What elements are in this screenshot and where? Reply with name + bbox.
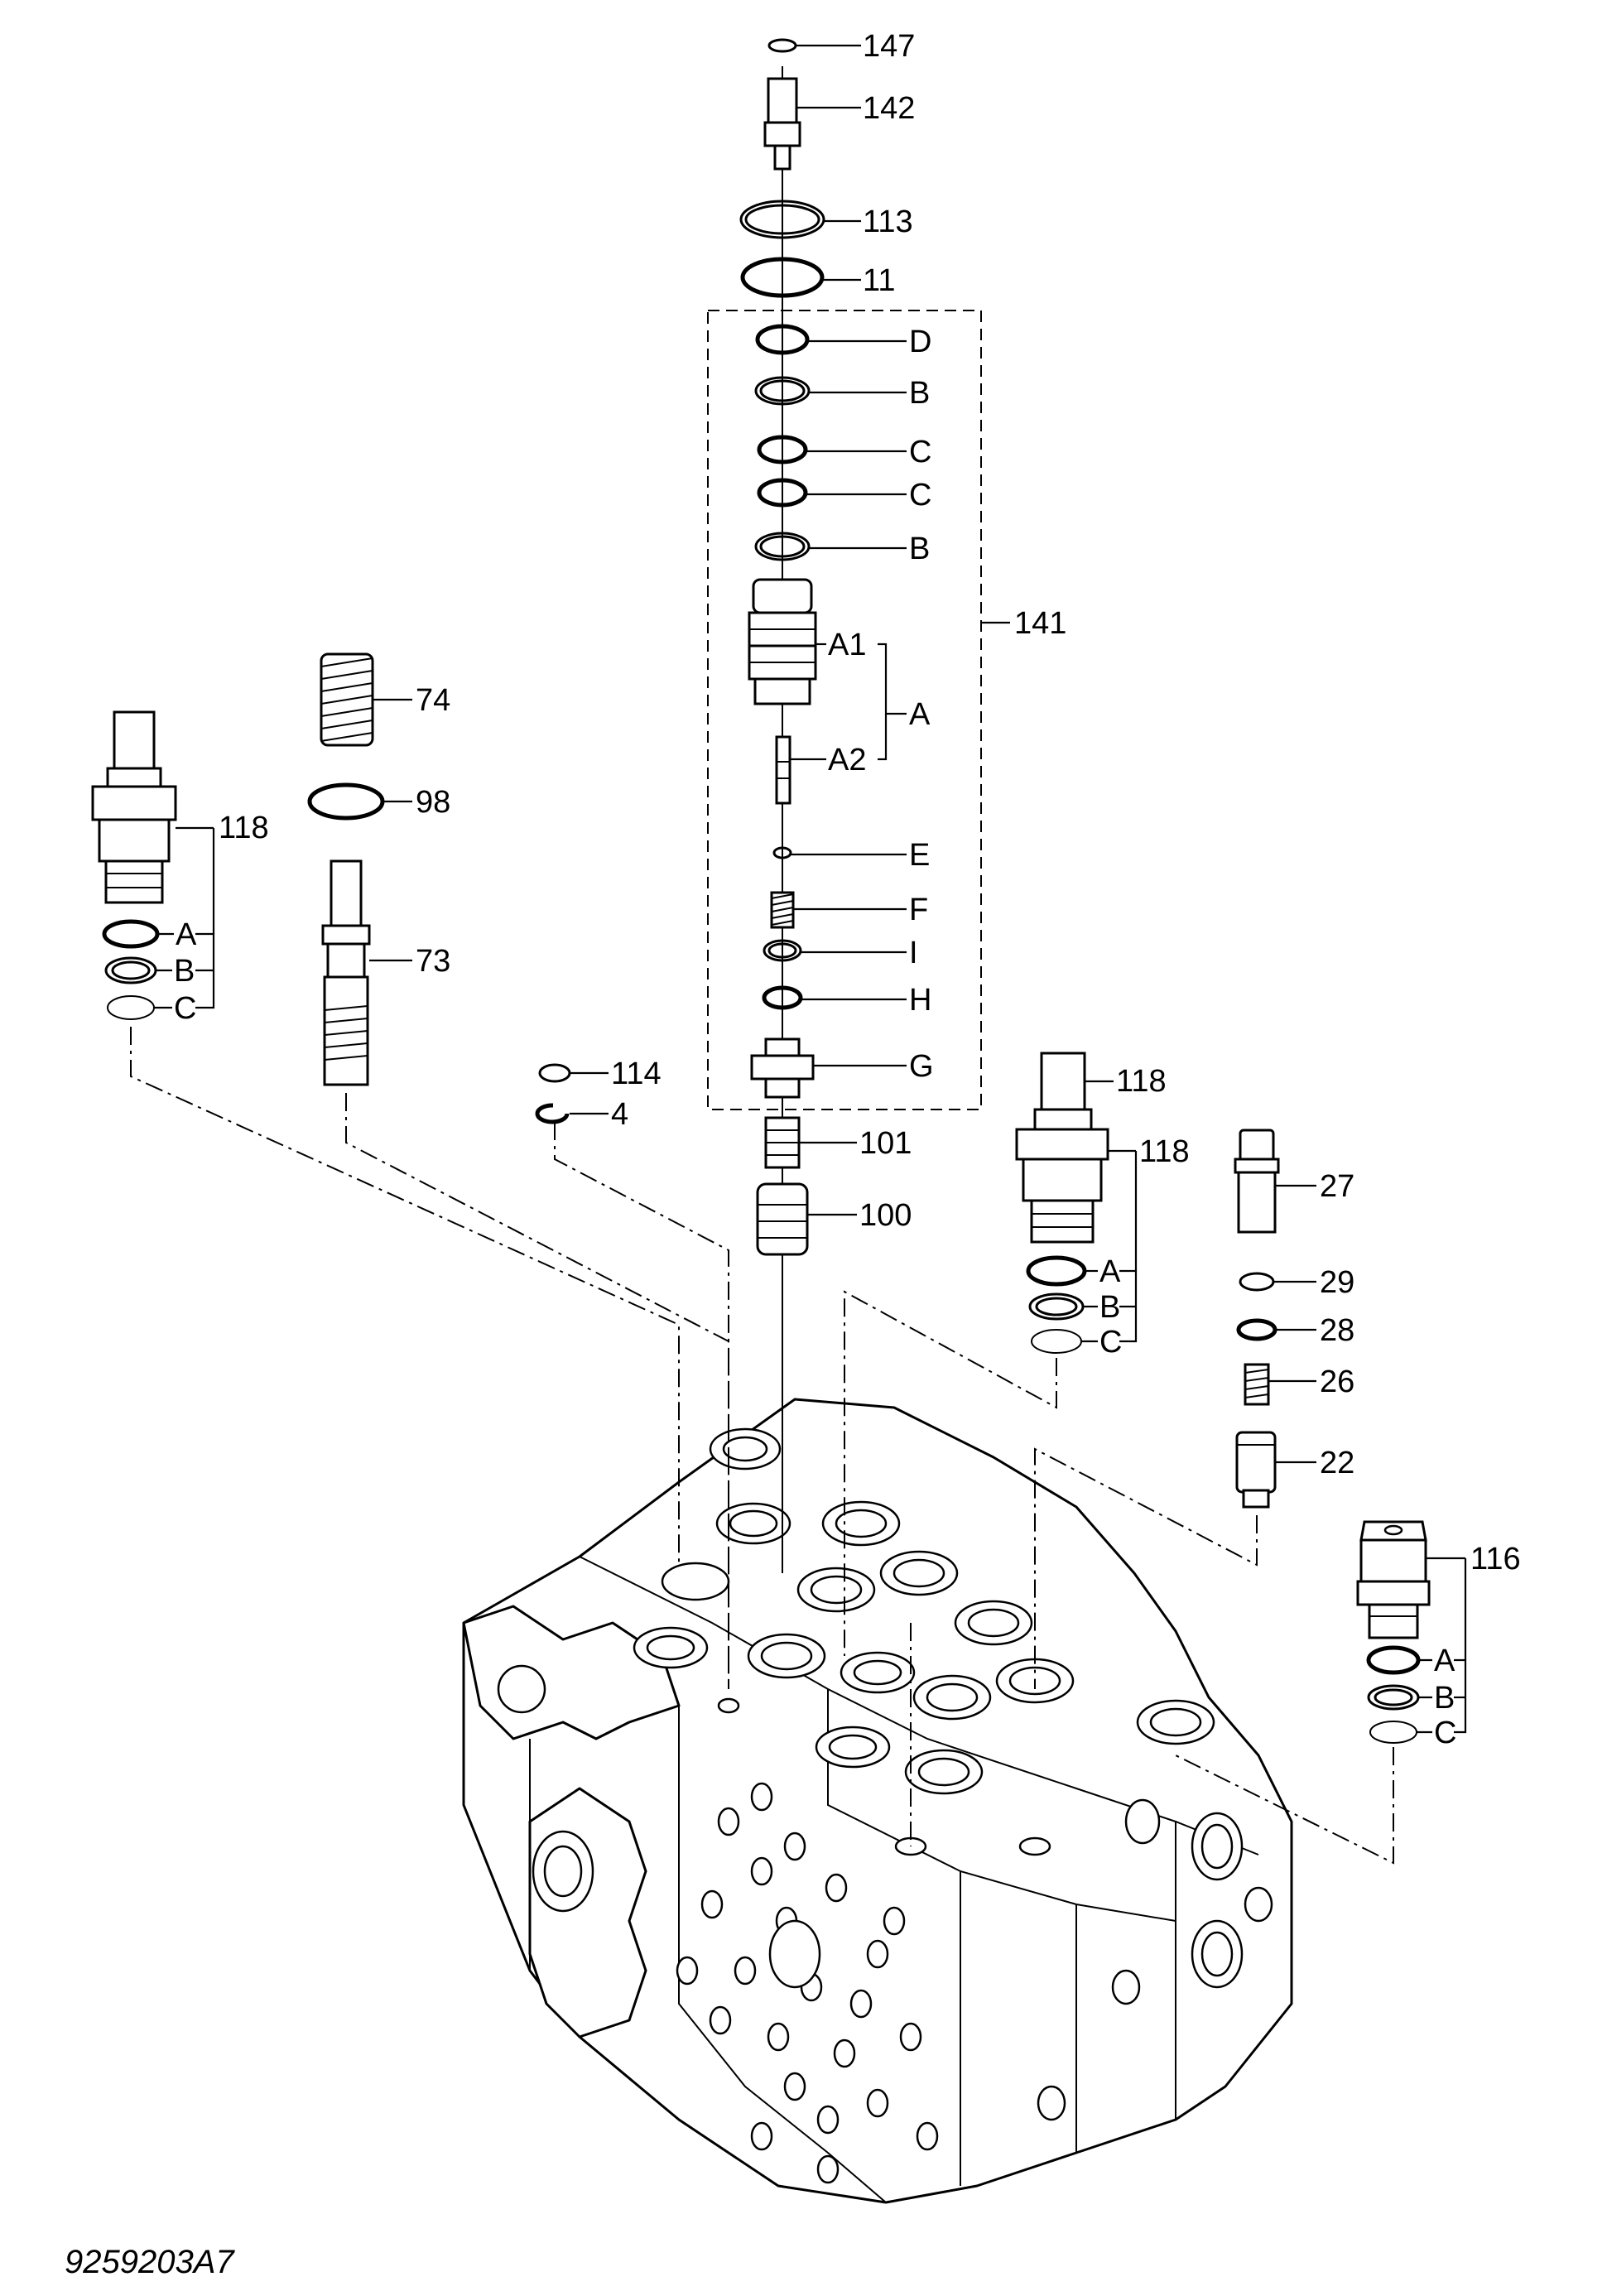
part-22	[1235, 1431, 1277, 1509]
callout-113: 113	[863, 205, 913, 239]
parts-114-4: 114 4	[535, 1057, 662, 1132]
callout-B: B	[909, 376, 930, 411]
part-118-C-mid	[1031, 1329, 1082, 1354]
part-114	[538, 1063, 571, 1083]
side-face-holes	[676, 1782, 1273, 2184]
callout-98: 98	[416, 785, 450, 820]
callout-74: 74	[416, 683, 450, 718]
part-101	[764, 1116, 801, 1169]
part-118-A-left	[102, 919, 160, 949]
center-stack-parts	[707, 38, 982, 1565]
right-relief-valve-116: 116 A B C	[1356, 1520, 1521, 1750]
part-G	[750, 1037, 815, 1099]
callout-114: 114	[611, 1057, 662, 1091]
callout-B: B	[1434, 1681, 1455, 1716]
part-B-upper	[754, 376, 811, 406]
assembly-141-box	[707, 310, 982, 1110]
middle-relief-valve-118: 118 118 A B C	[1015, 1052, 1190, 1360]
center-labels: 147 142 113 11 D B C C B A1 A A2 E F I H…	[828, 29, 1066, 1233]
part-29	[1239, 1272, 1275, 1292]
callout-A2: A2	[828, 743, 866, 777]
left-relief-valve-118: 118 A B C	[91, 710, 269, 1026]
callout-11: 11	[863, 263, 895, 298]
callout-C: C	[909, 478, 931, 513]
part-F	[770, 891, 795, 929]
callout-29: 29	[1320, 1265, 1354, 1300]
callout-C: C	[909, 435, 931, 469]
callout-26: 26	[1320, 1365, 1354, 1399]
part-74	[320, 652, 374, 747]
callout-A1: A1	[828, 628, 866, 662]
part-A1	[748, 578, 817, 705]
callout-147: 147	[863, 29, 915, 64]
part-26	[1244, 1363, 1270, 1406]
parts-74-98-73: 74 98 73	[307, 652, 450, 1086]
part-73	[321, 859, 371, 1086]
part-B-lower	[754, 532, 811, 561]
callout-4: 4	[611, 1097, 628, 1132]
callout-A: A	[1434, 1644, 1455, 1678]
part-116-C	[1369, 1721, 1417, 1744]
callout-B: B	[174, 954, 195, 989]
callout-22: 22	[1320, 1446, 1354, 1480]
callout-D: D	[909, 325, 931, 359]
figure-id: 9259203A7	[65, 2244, 235, 2280]
callout-B: B	[1099, 1290, 1120, 1325]
part-147	[767, 38, 797, 53]
callout-F: F	[909, 893, 928, 927]
assembly-path-lines	[130, 1027, 1394, 1865]
part-4	[535, 1103, 570, 1124]
callout-A: A	[176, 917, 197, 952]
callout-118: 118	[1139, 1134, 1190, 1169]
part-100	[756, 1182, 809, 1256]
part-A2	[775, 735, 791, 805]
part-H	[762, 985, 803, 1010]
callout-28: 28	[1320, 1313, 1354, 1348]
control-valve-body	[462, 1398, 1293, 2204]
center-leaders	[790, 44, 1010, 1216]
part-11	[740, 257, 825, 298]
part-142	[763, 77, 801, 171]
callout-101: 101	[859, 1126, 912, 1161]
part-C-upper	[757, 435, 808, 464]
callout-27: 27	[1320, 1169, 1354, 1204]
part-C-lower	[757, 478, 808, 508]
callout-A: A	[909, 697, 931, 732]
callout-73: 73	[416, 944, 450, 979]
callout-C: C	[1099, 1325, 1122, 1360]
part-118-A-mid	[1026, 1255, 1087, 1287]
part-E	[772, 846, 792, 859]
callout-C: C	[1434, 1716, 1456, 1750]
callout-141: 141	[1014, 606, 1066, 641]
callout-118: 118	[1116, 1064, 1167, 1099]
callout-A: A	[1099, 1254, 1121, 1289]
part-27	[1234, 1129, 1280, 1234]
part-116-A	[1366, 1645, 1421, 1675]
parts-27-22: 27 29 28 26 22	[1234, 1129, 1354, 1509]
callout-B: B	[909, 532, 930, 566]
part-28	[1236, 1318, 1277, 1341]
part-98	[307, 782, 385, 821]
part-113	[739, 200, 825, 239]
callout-E: E	[909, 838, 930, 873]
callout-G: G	[909, 1049, 934, 1084]
callout-142: 142	[863, 91, 915, 126]
callout-100: 100	[859, 1198, 912, 1233]
part-I	[763, 939, 802, 962]
callout-I: I	[909, 936, 918, 970]
callout-H: H	[909, 983, 931, 1018]
callout-C: C	[174, 991, 196, 1026]
callout-118: 118	[219, 811, 269, 845]
part-D	[755, 324, 810, 355]
callout-116: 116	[1470, 1542, 1521, 1576]
part-118-C-left	[107, 995, 155, 1020]
